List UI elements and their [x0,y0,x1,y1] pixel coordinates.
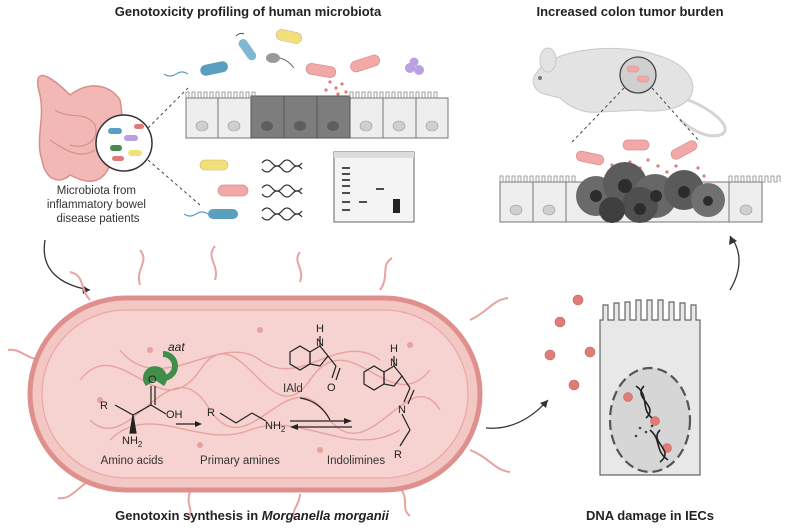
tumor-mass [576,162,725,223]
label-amino-acids: Amino acids [101,455,164,467]
bacteria-group [163,29,424,96]
bacterial-chromosome [79,349,441,441]
equilibrium-arrows [290,397,352,430]
chem-O: O [148,374,157,386]
primary-amine-structure [219,412,267,424]
source-label-line-3: disease patients [56,213,139,225]
chem-N-indolimine-ring: N [390,357,398,369]
aat-gene-label: aat [168,340,185,354]
chem-R-amine: R [207,407,215,419]
mouse-colon-lens [619,56,657,94]
title-dna-damage: DNA damage in IECs [586,508,714,523]
chem-H-iald: H [316,323,324,335]
chem-N-iald: N [316,337,324,349]
chem-NH2-amino: NH2 [122,435,143,449]
panel-genotoxicity-profiling: Genotoxicity profiling of human microbio… [37,4,449,225]
chem-OH: OH [166,409,183,421]
flow-arrow-middle [485,399,549,429]
iald-structure [289,336,341,381]
title-genotoxicity-profiling: Genotoxicity profiling of human microbio… [115,4,382,19]
aat-enzyme: aat [143,340,185,386]
microbiota-source-label: Microbiota from inflammatory bowel disea… [47,185,149,225]
source-label-line-2: inflammatory bowel [47,199,146,211]
label-iald: IAld [283,383,303,395]
epithelial-cell-row [185,91,449,139]
label-indolimines: Indolimines [327,455,385,467]
intestinal-epithelial-cell [599,299,701,476]
title-increased-tumor-burden: Increased colon tumor burden [536,4,723,19]
flow-arrow-right [729,235,740,291]
chem-R-amino: R [100,400,108,412]
gel-electrophoresis [333,151,415,223]
panel-colon-tumor: Increased colon tumor burden [499,4,781,223]
chem-NH2-amine: NH2 [265,420,286,434]
dna-exposure-rows [183,159,303,221]
panel-dna-damage: DNA damage in IECs [544,294,714,523]
damaged-dna [635,385,669,463]
source-label-line-1: Microbiota from [57,185,136,197]
microbiota-lens [95,114,153,172]
tumor-bacteria [575,139,706,178]
chem-N-indolimine: N [398,404,406,416]
label-primary-amines: Primary amines [200,455,280,467]
panel-genotoxin-synthesis: aat R O OH NH2 Amino acids R NH2 Prima [7,245,511,523]
chem-O-iald: O [327,382,336,394]
chem-H-indolimine: H [390,343,398,355]
amino-acid-structure [114,386,167,434]
indolimine-structure [363,356,415,447]
title-genotoxin-synthesis: Genotoxin synthesis in Morganella morgan… [115,508,389,523]
chem-R-indolimine: R [394,449,402,461]
